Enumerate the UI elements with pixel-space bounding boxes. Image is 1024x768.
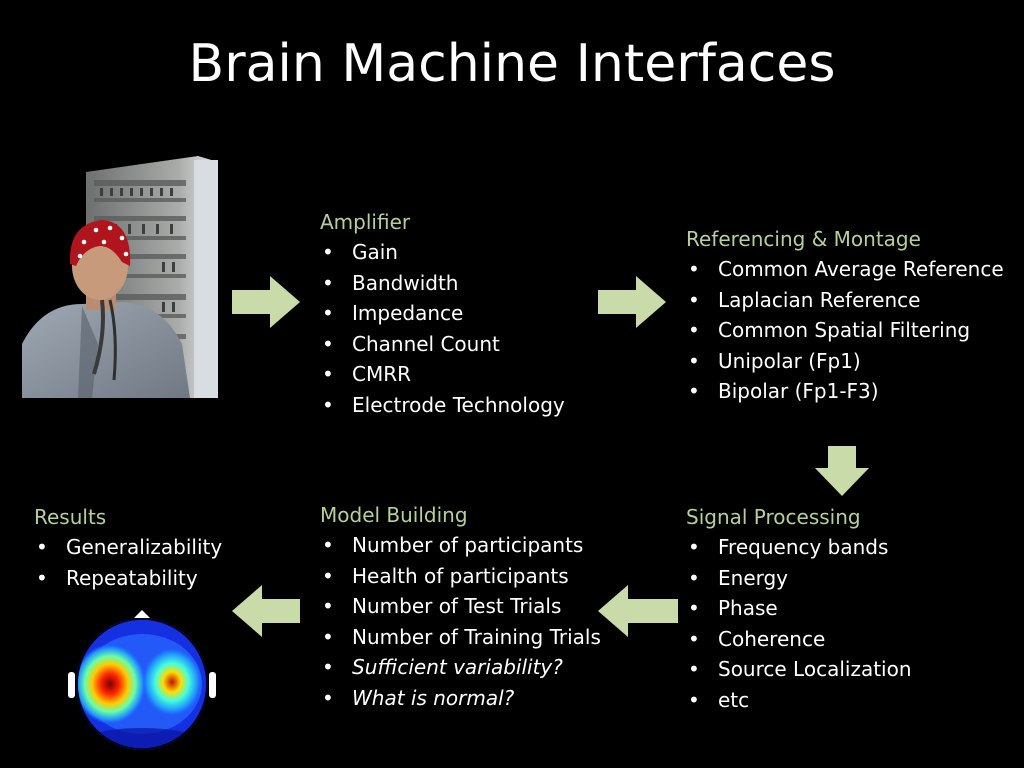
arrow-left-icon: [598, 585, 678, 637]
model-building-heading: Model Building: [320, 503, 468, 527]
eeg-subject-photo: [22, 154, 218, 398]
results-heading: Results: [34, 505, 107, 529]
list-item: Gain: [320, 237, 565, 268]
list-item: Channel Count: [320, 329, 565, 360]
list-item: Impedance: [320, 298, 565, 329]
list-item: Number of participants: [320, 530, 601, 561]
list-item: Health of participants: [320, 561, 601, 592]
list-item: Generalizability: [34, 532, 222, 563]
signal-processing-heading: Signal Processing: [686, 505, 861, 529]
list-item: etc: [686, 685, 912, 716]
list-item: Sufficient variability?: [320, 652, 601, 683]
list-item: Number of Test Trials: [320, 591, 601, 622]
amplifier-block: Amplifier Gain Bandwidth Impedance Chann…: [320, 207, 565, 421]
list-item: Bipolar (Fp1-F3): [686, 376, 1004, 407]
list-item: Coherence: [686, 624, 912, 655]
list-item: Repeatability: [34, 563, 222, 594]
referencing-montage-block: Referencing & Montage Common Average Ref…: [686, 224, 1004, 407]
referencing-heading: Referencing & Montage: [686, 227, 921, 251]
list-item: Unipolar (Fp1): [686, 346, 1004, 377]
arrow-right-icon: [598, 276, 666, 328]
list-item: Number of Training Trials: [320, 622, 601, 653]
list-item: What is normal?: [320, 683, 601, 714]
list-item: Frequency bands: [686, 532, 912, 563]
signal-processing-block: Signal Processing Frequency bands Energy…: [686, 502, 912, 716]
list-item: Source Localization: [686, 654, 912, 685]
list-item: Laplacian Reference: [686, 285, 1004, 316]
list-item: CMRR: [320, 359, 565, 390]
list-item: Bandwidth: [320, 268, 565, 299]
eeg-topography-map: [68, 610, 216, 750]
arrow-down-icon: [815, 446, 869, 496]
slide-title: Brain Machine Interfaces: [188, 34, 836, 94]
arrow-left-icon: [232, 585, 300, 637]
list-item: Electrode Technology: [320, 390, 565, 421]
results-block: Results Generalizability Repeatability: [34, 502, 222, 593]
list-item: Common Spatial Filtering: [686, 315, 1004, 346]
list-item: Common Average Reference: [686, 254, 1004, 285]
arrow-right-icon: [232, 276, 300, 328]
model-building-block: Model Building Number of participants He…: [320, 500, 601, 714]
amplifier-heading: Amplifier: [320, 210, 411, 234]
list-item: Phase: [686, 593, 912, 624]
list-item: Energy: [686, 563, 912, 594]
